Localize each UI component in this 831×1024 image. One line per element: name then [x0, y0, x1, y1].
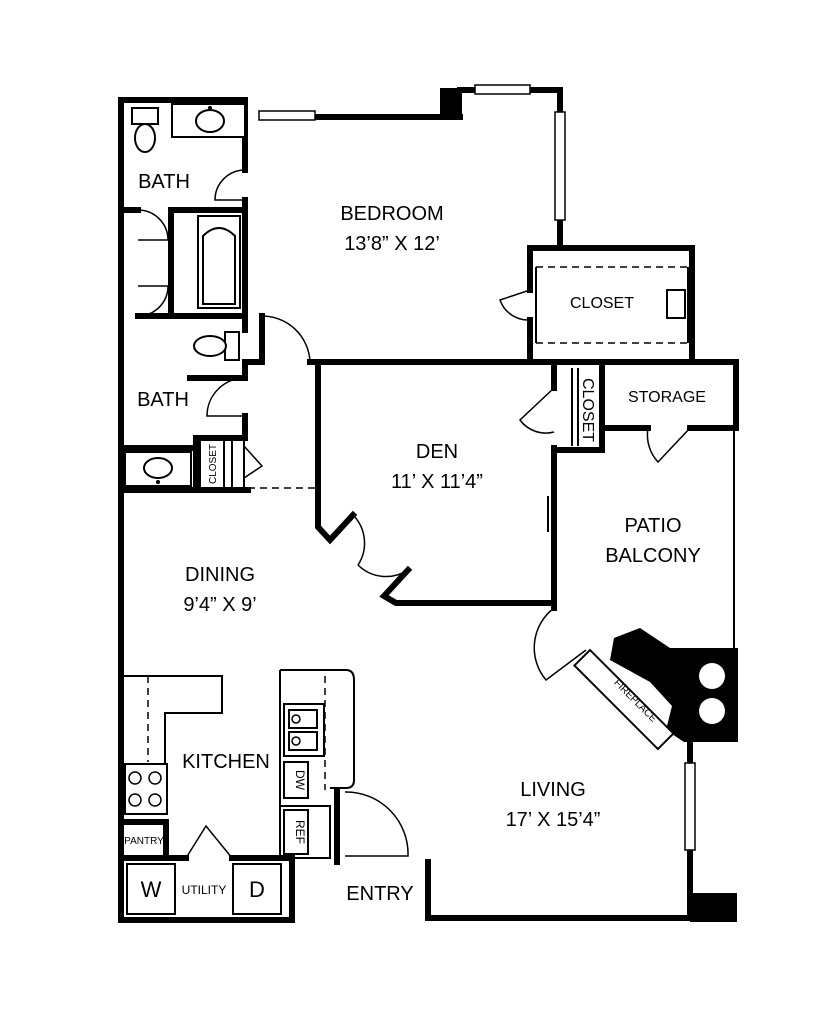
wall-solids	[440, 88, 737, 922]
bedroom-window-right	[554, 111, 566, 221]
patio-edges	[533, 430, 735, 682]
closet-bedroom-label: CLOSET	[570, 295, 634, 312]
bedroom-window-top-right	[474, 84, 531, 95]
den-dims: 11’ X 11’4”	[391, 471, 483, 493]
storage-walls	[599, 359, 739, 464]
dishwasher-label: DW	[293, 770, 307, 791]
closet-den-walls	[551, 365, 605, 453]
closet-bath-label: CLOSET	[208, 444, 219, 484]
patio-label-line2: BALCONY	[605, 545, 701, 567]
utility-label: UTILITY	[182, 883, 227, 897]
bath-upper-label: BATH	[138, 171, 190, 193]
washer-label: W	[141, 877, 162, 902]
dining-label: DINING	[185, 564, 255, 586]
pantry-label: PANTRY	[124, 836, 164, 847]
bath-upper	[118, 97, 248, 319]
bath-lower	[118, 313, 311, 493]
exterior-walls	[118, 87, 693, 923]
bedroom-den-wall	[242, 313, 739, 365]
closet-bath-walls	[199, 439, 264, 489]
room-labels: BATH BEDROOM 13’8” X 12’ CLOSET BATH CLO…	[124, 171, 706, 905]
pantry-utility: W D	[118, 819, 295, 915]
den-label: DEN	[416, 441, 458, 463]
bedroom-dims: 13’8” X 12’	[344, 233, 440, 255]
bedroom-window-top-left	[258, 110, 316, 121]
bedroom-label: BEDROOM	[340, 203, 443, 225]
entry-label: ENTRY	[346, 883, 413, 905]
dryer-label: D	[249, 877, 265, 902]
storage-label: STORAGE	[628, 389, 706, 406]
dining-dims: 9’4” X 9’	[183, 594, 256, 616]
kitchen: DW REF	[121, 669, 409, 865]
closet-den-label: CLOSET	[579, 378, 596, 442]
windows	[258, 84, 696, 851]
den-walls	[315, 365, 557, 611]
bath-lower-label: BATH	[137, 389, 189, 411]
living-label: LIVING	[520, 779, 586, 801]
fireplace: FIREPLACE	[573, 628, 738, 751]
kitchen-label: KITCHEN	[182, 751, 270, 773]
refrigerator-label: REF	[293, 820, 307, 844]
living-dims: 17’ X 15’4”	[506, 809, 601, 831]
closet-bedroom-walls	[499, 245, 695, 365]
patio-label-line1: PATIO	[624, 515, 681, 537]
living-window	[684, 762, 696, 851]
